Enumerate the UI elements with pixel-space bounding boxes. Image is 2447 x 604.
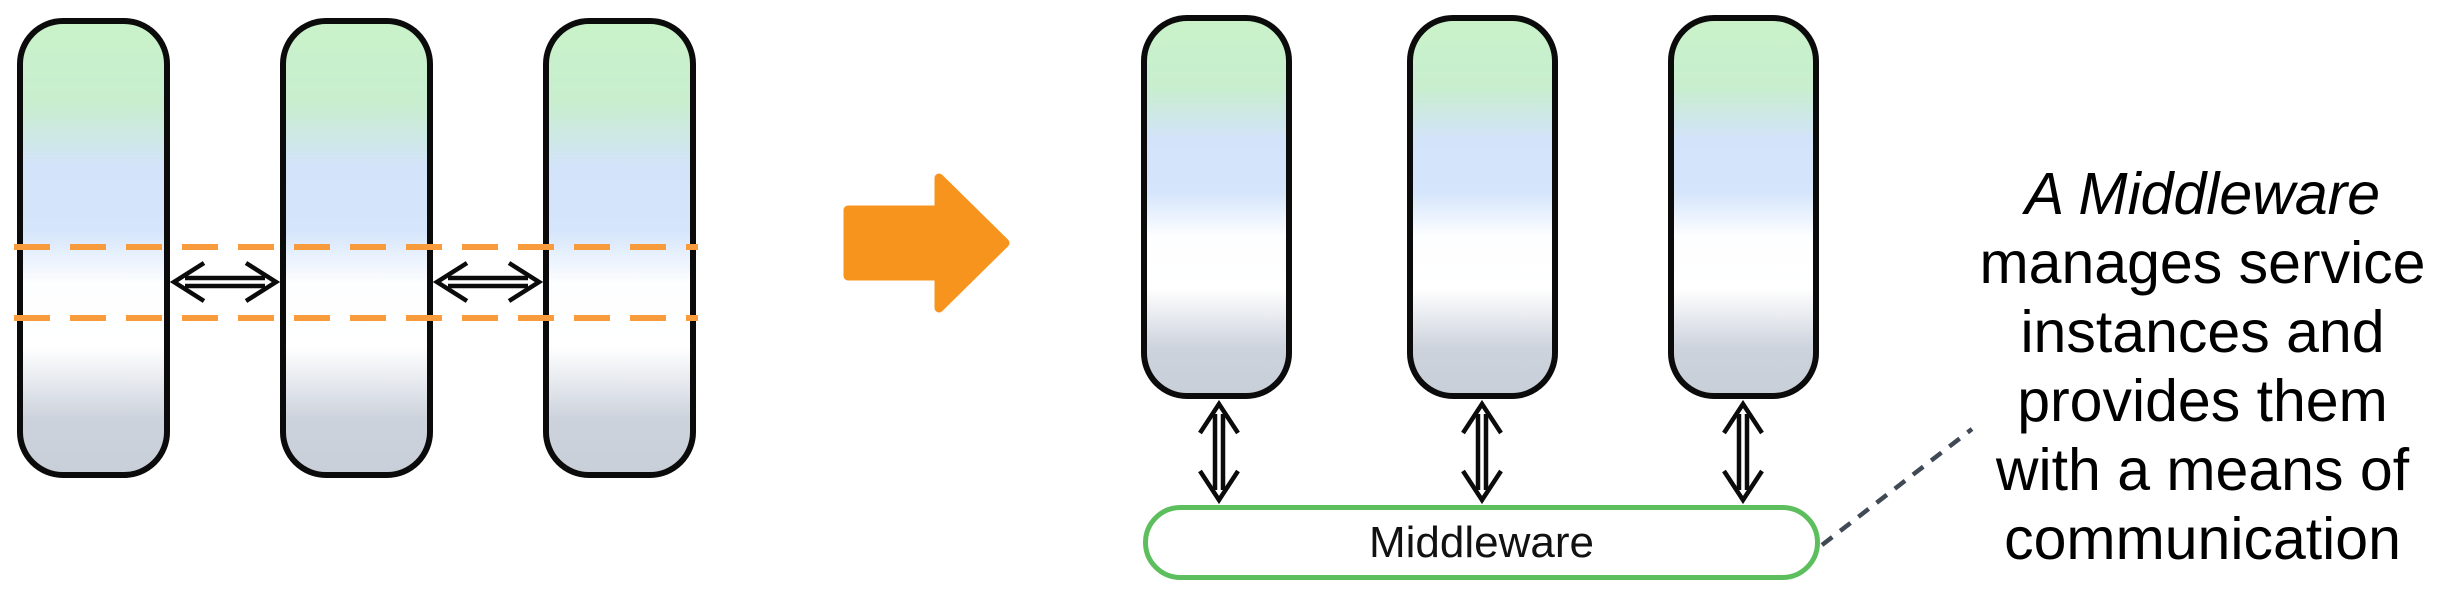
scaling-boundary-dash-line-bottom — [14, 315, 698, 321]
service-middleware-arrow-1 — [1198, 400, 1240, 504]
service-instance-pill-after-2 — [1407, 15, 1558, 399]
service-instance-pill-after-3 — [1668, 15, 1819, 399]
caption-line-2: manages service — [1979, 230, 2426, 296]
connector-dashed-line — [1820, 427, 1974, 547]
caption-line-3: instances and — [2020, 299, 2385, 365]
caption-line-6: communication — [2004, 506, 2401, 572]
transform-arrow-icon — [843, 173, 1010, 313]
middleware-box: Middleware — [1143, 505, 1820, 580]
peer-communication-arrow-1 — [169, 261, 281, 303]
caption-line-1: A Middleware — [2024, 161, 2381, 227]
caption-line-4: provides them — [2017, 368, 2388, 434]
scaling-boundary-dash-line-top — [14, 244, 698, 250]
caption: A Middleware manages service instances a… — [1958, 160, 2447, 574]
peer-communication-arrow-2 — [432, 261, 544, 303]
caption-line-5: with a means of — [1995, 437, 2410, 503]
service-middleware-arrow-2 — [1461, 400, 1503, 504]
service-instance-pill-after-1 — [1141, 15, 1292, 399]
service-middleware-arrow-3 — [1722, 400, 1764, 504]
middleware-label: Middleware — [1369, 517, 1594, 567]
